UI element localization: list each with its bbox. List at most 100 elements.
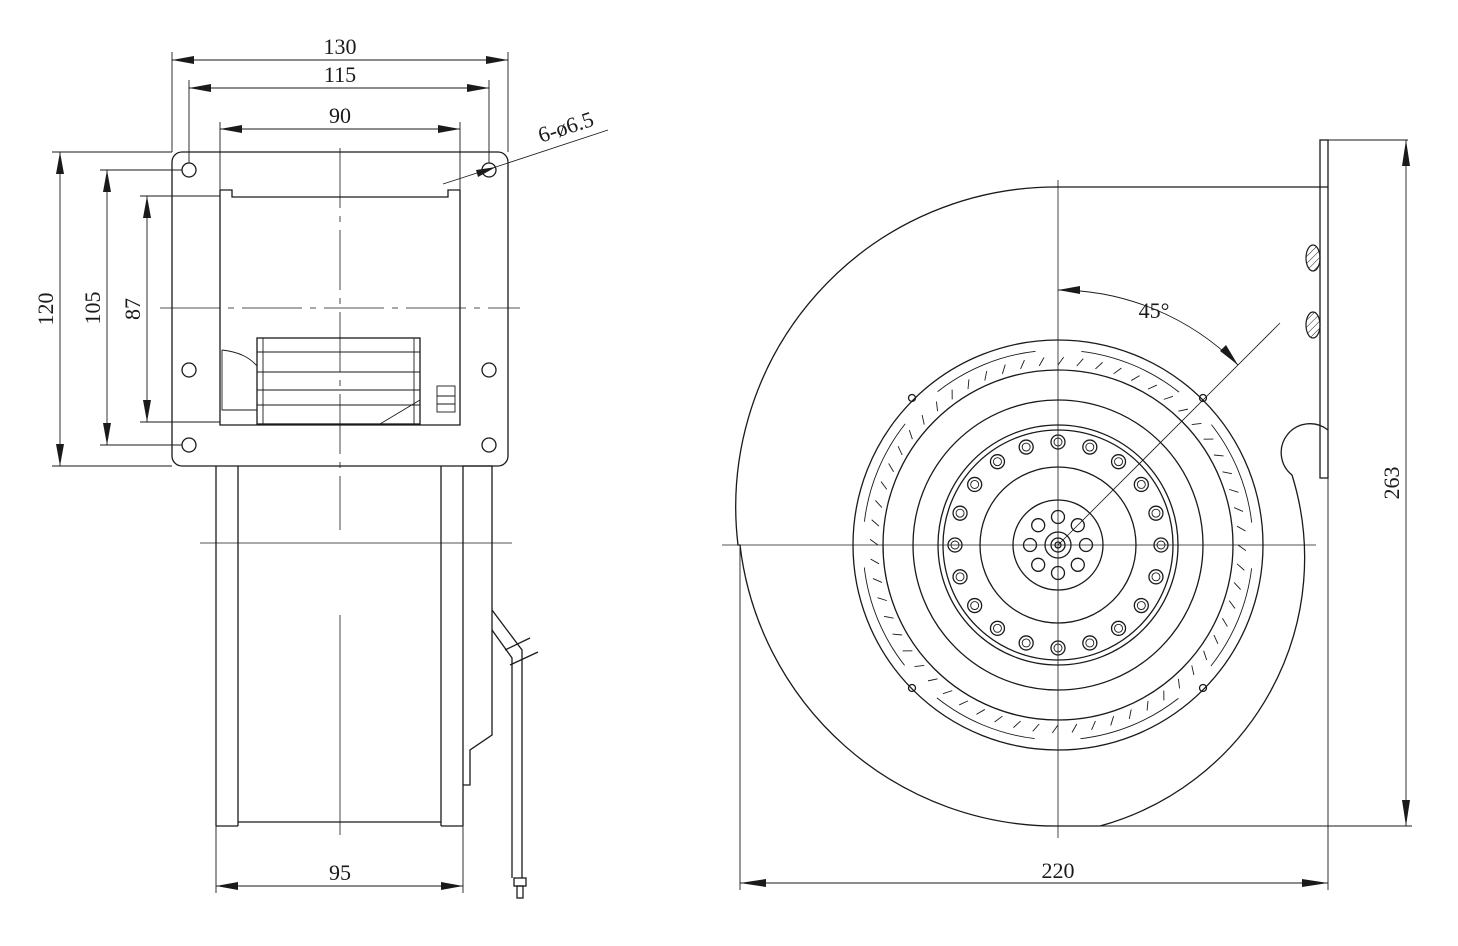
impeller-blade (1130, 375, 1140, 381)
impeller-blade (888, 463, 894, 473)
ring-arc (1210, 568, 1253, 667)
impeller-blade (877, 597, 887, 602)
dim-housing-depth: 95 (329, 860, 351, 885)
impeller-blade (1113, 367, 1122, 375)
bracket-slot-lower (1305, 311, 1321, 339)
impeller-blade (1146, 700, 1149, 711)
hub-hole-inner (993, 457, 1002, 467)
dim-front-width: 220 (1042, 858, 1075, 883)
impeller-blade (976, 709, 986, 715)
impeller-blade (967, 379, 970, 390)
hub-hole (1110, 454, 1127, 470)
impeller-blade (880, 481, 888, 490)
hub-hole-inner (1021, 638, 1031, 648)
motor-hole (1031, 518, 1046, 533)
hub-hole-inner (1151, 572, 1161, 582)
dim-outlet-width: 90 (329, 103, 351, 128)
impeller-through-outlet (221, 337, 456, 425)
dim-hole-spacing-height: 105 (80, 292, 105, 325)
impeller-blade (1233, 507, 1244, 512)
impeller-blade (927, 678, 938, 682)
motor-hole (1070, 518, 1085, 533)
volute-housing (735, 186, 1329, 827)
ring-arc (936, 697, 1035, 740)
front-view-centerlines (722, 180, 1316, 838)
impeller-blade (1222, 617, 1228, 627)
impeller-blade (1213, 454, 1224, 457)
dim-hole-spacing-width: 115 (324, 62, 356, 87)
impeller-blade (1213, 634, 1219, 645)
impeller-blade (936, 401, 939, 412)
hub-hole (1018, 439, 1034, 455)
mounting-holes (181, 162, 497, 453)
impeller-blade (1178, 408, 1189, 412)
motor-hole (1031, 557, 1046, 572)
ring-arc (1080, 698, 1179, 740)
impeller-blade (1228, 600, 1236, 609)
impeller-blade (1222, 471, 1233, 475)
impeller-blade (1128, 709, 1132, 720)
impeller-blade (1177, 678, 1180, 689)
impeller-blade (1091, 720, 1096, 731)
hub-hole (967, 476, 983, 493)
impeller-blade (1236, 563, 1245, 571)
impeller-blade (1001, 364, 1006, 374)
hub-hole-inner (1151, 508, 1161, 518)
impeller-blade (1110, 716, 1115, 726)
impeller-blades (869, 356, 1247, 734)
power-cable (491, 609, 539, 899)
hub-hole (1082, 439, 1098, 455)
impeller-blade (1020, 359, 1025, 370)
hub-hole-inner (1136, 601, 1146, 610)
angle-dimension (1057, 286, 1239, 366)
impeller-blade (1038, 357, 1045, 367)
impeller-blade (883, 615, 894, 619)
impeller-blade (1013, 720, 1021, 728)
side-view: 130 115 90 95 120 105 87 6-ø6.5 (33, 34, 609, 899)
impeller-blade (1032, 723, 1040, 732)
impeller-blade (1095, 362, 1103, 370)
impeller-blade (1203, 650, 1208, 661)
hub-hole (1018, 635, 1034, 651)
impeller-blade (897, 445, 903, 456)
impeller-blade (875, 500, 883, 508)
impeller-blade (1057, 356, 1065, 366)
impeller-blade (872, 578, 883, 583)
ring-arc (863, 567, 905, 666)
impeller-blade (869, 538, 879, 546)
holes-callout: 6-ø6.5 (535, 106, 597, 147)
hub-hole-inner (1114, 623, 1123, 633)
impeller-blade (1051, 724, 1059, 734)
impeller-blade (942, 690, 953, 695)
impeller-blade (1191, 665, 1195, 676)
hub-hole-inner (1021, 442, 1031, 452)
impeller-blade (958, 700, 969, 706)
impeller-blade (1163, 395, 1174, 400)
dim-overall-width: 130 (324, 34, 357, 59)
hub-hole (1148, 569, 1164, 585)
impeller-blade (994, 715, 1003, 723)
hub-hole (1133, 476, 1149, 493)
impeller-blade (1076, 358, 1084, 367)
housing-screws (907, 393, 1208, 693)
hub-hole-inner (970, 601, 980, 610)
hub-hole-inner (993, 623, 1002, 633)
hub-hole (989, 454, 1006, 470)
hub-hole (989, 620, 1006, 636)
side-dimension-lines (52, 52, 609, 893)
impeller-blade (871, 519, 880, 527)
hub-hole (952, 569, 968, 585)
impeller-blade (1237, 544, 1247, 552)
impeller-blade (1071, 723, 1078, 733)
impeller-blade (1233, 582, 1241, 590)
impeller-blade (1147, 384, 1158, 390)
impeller-blade (870, 558, 880, 565)
hub-hole (1133, 597, 1149, 614)
ring-arc (1211, 424, 1253, 523)
hub-hole (1148, 505, 1164, 521)
bracket-slot-upper (1305, 244, 1321, 272)
hub-hole (967, 597, 983, 614)
hub-hole-inner (955, 572, 965, 582)
hub-hole (1082, 635, 1098, 651)
